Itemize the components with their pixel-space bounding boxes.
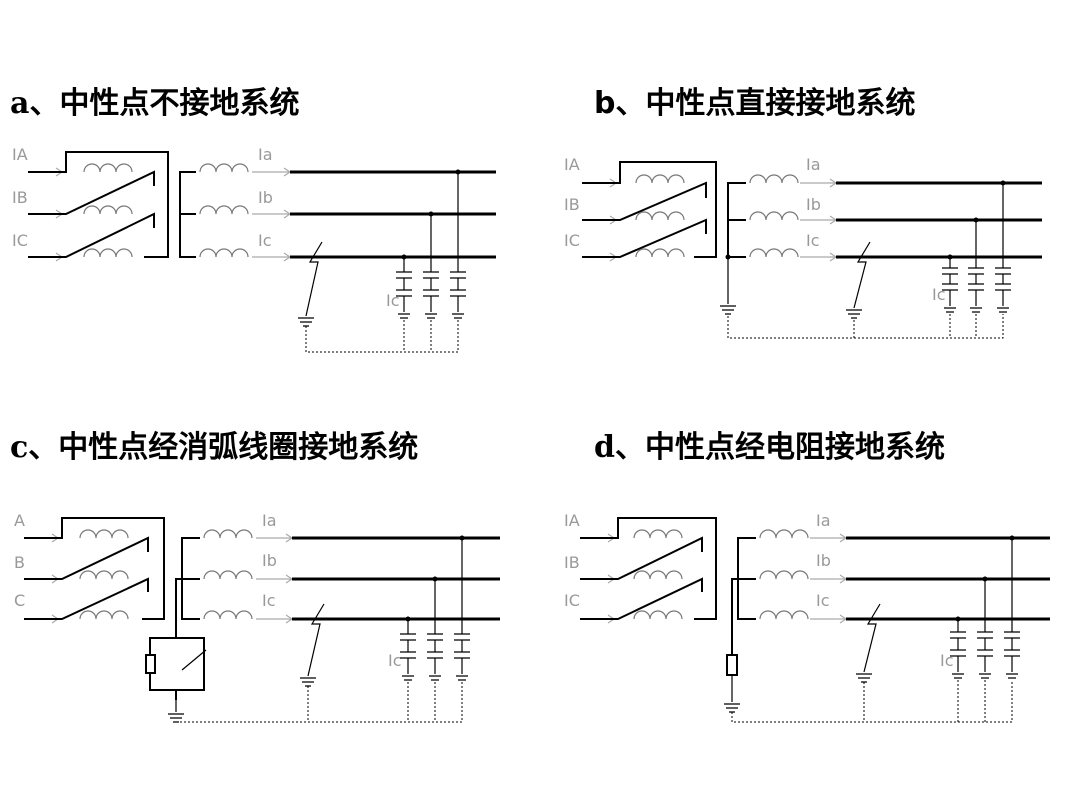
label-d-primary-2: IB [564,553,580,572]
label-d-secondary-3: Ic [816,591,830,610]
three-phase-bus-c [292,536,500,621]
label-d-primary-1: IA [564,511,580,530]
label-c-primary-1: A [14,511,25,530]
fault-arc-b [853,241,871,309]
label-a-primary-2: IB [12,188,28,207]
primary-frame-c [24,517,165,620]
fault-arc-c [307,603,325,677]
diagram-d: IA IB IC Ia Ib Ic Ic [564,511,1050,723]
capacitor-bank-b [942,180,1011,313]
label-b-secondary-3: Ic [806,231,820,250]
ground-return-b [727,314,1004,339]
title-arc-suppression-coil-system: c、中性点经消弧线圈接地系统 [10,430,419,465]
primary-frame-b [582,161,717,258]
title-resistance-grounded-system: d、中性点经电阻接地系统 [594,430,945,465]
three-phase-bus-d [846,536,1050,621]
secondary-star-b [727,182,746,258]
diagram-b: IA IB IC Ia Ib Ic Ic [564,155,1042,339]
three-phase-bus-a [290,170,496,259]
label-a-primary-1: IA [12,145,28,164]
label-a-secondary-3: Ic [258,231,272,250]
label-b-primary-2: IB [564,195,580,214]
label-c-primary-3: C [14,591,25,610]
label-c-secondary-2: Ib [262,551,277,570]
arc-suppression-coil-c [145,578,207,723]
label-c-primary-2: B [14,553,25,572]
ground-return-c [176,682,463,723]
label-a-cap-current: Ic [386,291,400,310]
primary-winding-a-c [28,212,155,258]
capacitor-bank-d [950,535,1020,679]
primary-coils-a [83,163,133,258]
label-a-secondary-1: Ia [258,145,273,164]
label-b-secondary-2: Ib [806,195,821,214]
label-b-primary-1: IA [564,155,580,174]
title-solidly-grounded-system: b、中性点直接接地系统 [594,86,916,121]
label-d-secondary-1: Ia [816,511,831,530]
diagram-c: A B C Ia Ib Ic Ic [14,511,500,723]
label-d-secondary-2: Ib [816,551,831,570]
label-b-secondary-1: Ia [806,155,821,174]
fault-ground-a [298,317,314,327]
label-a-secondary-2: Ib [258,188,273,207]
secondary-star-c [181,537,200,620]
title-ungrounded-system: a、中性点不接地系统 [10,86,300,121]
neutral-ground-b [720,257,736,315]
primary-frame-a [28,151,169,258]
grounding-resistor-d [724,578,740,713]
label-a-primary-3: IC [12,231,28,250]
label-b-cap-current: Ic [932,285,946,304]
label-d-cap-current: Ic [940,651,954,670]
label-c-cap-current: Ic [388,651,402,670]
label-c-secondary-1: Ia [262,511,277,530]
ground-return-d [731,680,1013,723]
primary-winding-a-b [28,170,155,215]
capacitor-bank-a [396,169,466,319]
fault-arc-a [305,241,323,317]
fault-arc-d [863,603,881,673]
label-d-primary-3: IC [564,591,580,610]
secondary-star-d [737,537,756,620]
label-b-primary-3: IC [564,231,580,250]
ground-return-a [305,320,459,353]
secondary-coils-a [199,163,249,258]
capacitor-bank-c [400,535,470,681]
label-c-secondary-3: Ic [262,591,276,610]
three-phase-bus-b [836,181,1042,259]
diagram-a: IA IB IC Ia Ib Ic Ic [12,145,496,353]
primary-frame-d [580,517,717,620]
